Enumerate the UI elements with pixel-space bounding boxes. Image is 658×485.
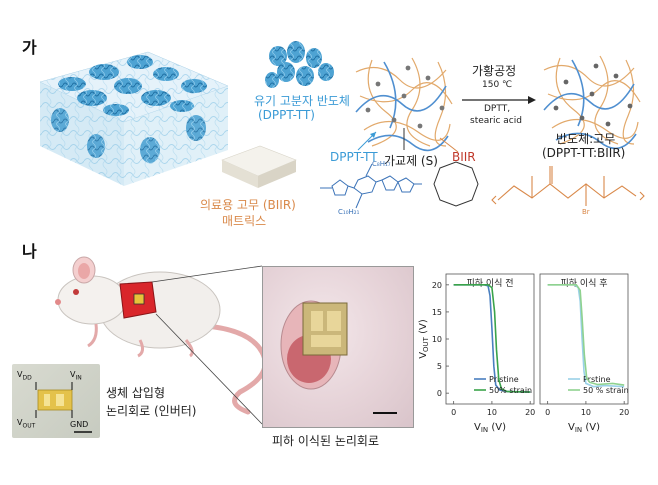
y-tick-label: 0 xyxy=(437,389,442,398)
chem-c10-label: C₁₀H₂₁ xyxy=(338,208,360,216)
chart-title: 피하 이식 전 xyxy=(466,278,513,289)
device-label-1: 생체 삽입형 xyxy=(106,386,166,400)
dppt-label: DPPT-TT xyxy=(330,150,378,164)
x-tick-label: 20 xyxy=(619,408,629,417)
biir-structure xyxy=(491,166,645,206)
chem-br-label: Br xyxy=(582,208,590,216)
biir-label: BIIR xyxy=(452,150,476,164)
series-line-2 xyxy=(547,284,625,386)
process-agent2-label: stearic acid xyxy=(470,116,522,126)
pin-vdd-label: VDD xyxy=(17,370,32,382)
pin-gnd-label: GND xyxy=(70,420,89,429)
biir-pointer-line xyxy=(439,137,459,153)
network-before-diagram xyxy=(355,57,453,152)
legend-label: Pristine xyxy=(489,375,519,384)
y-tick-label: 20 xyxy=(432,281,442,290)
process-label: 가황공정 xyxy=(472,64,517,78)
implant-caption: 피하 이식된 논리회로 xyxy=(272,434,379,448)
product-abbr-label: (DPPT-TT:BIIR) xyxy=(542,146,626,160)
x-axis-label: VIN (V) xyxy=(568,422,600,434)
device-label-2: 논리회로 (인버터) xyxy=(106,404,197,418)
series-line-2 xyxy=(453,284,531,393)
x-tick-label: 0 xyxy=(545,408,550,417)
x-tick-label: 20 xyxy=(525,408,535,417)
dppt-cluster-icon xyxy=(265,41,334,88)
chart-title: 피하 이식 후 xyxy=(560,278,607,289)
network-after-diagram xyxy=(543,55,641,150)
legend-label: 50 % strain xyxy=(583,386,629,395)
process-temp-label: 150 ℃ xyxy=(482,80,513,90)
legend-label: Prstine xyxy=(583,375,611,384)
semiconductor-label: 유기 고분자 반도체 xyxy=(254,94,350,108)
x-tick-label: 10 xyxy=(487,408,497,417)
x-tick-label: 10 xyxy=(581,408,591,417)
semiconductor-abbr-label: (DPPT-TT) xyxy=(258,108,315,122)
panel-a-label: 가 xyxy=(22,38,37,57)
legend-label: 50% strain xyxy=(489,386,532,395)
rubber-label: 의료용 고무 (BIIR) xyxy=(200,198,296,212)
product-label: 반도체:고무 xyxy=(556,132,616,146)
crosslinker-label: 가교제 (S) xyxy=(384,154,438,168)
pin-vin-label: VIN xyxy=(70,370,82,382)
implant-photo xyxy=(262,266,414,428)
s8-ring-structure xyxy=(433,161,479,207)
panel-b-label: 나 xyxy=(22,242,37,261)
x-axis-label: VIN (V) xyxy=(474,422,506,434)
y-axis-label: VOUT (V) xyxy=(418,319,430,359)
y-tick-label: 10 xyxy=(432,335,442,344)
pin-vout-label: VOUT xyxy=(17,418,36,430)
rubber-matrix-label: 매트릭스 xyxy=(222,214,267,228)
inverter-device-photo: VDD VIN VOUT GND xyxy=(12,364,100,438)
dppt-tt-structure xyxy=(320,163,422,209)
y-tick-label: 5 xyxy=(437,362,442,371)
process-agent1-label: DPTT, xyxy=(484,104,511,114)
y-tick-label: 15 xyxy=(432,308,442,317)
x-tick-label: 0 xyxy=(451,408,456,417)
rubber-slab-icon xyxy=(221,145,297,188)
chem-c8-label: C₈H₁₇ xyxy=(372,160,391,168)
semiconductor-domains xyxy=(58,55,207,116)
